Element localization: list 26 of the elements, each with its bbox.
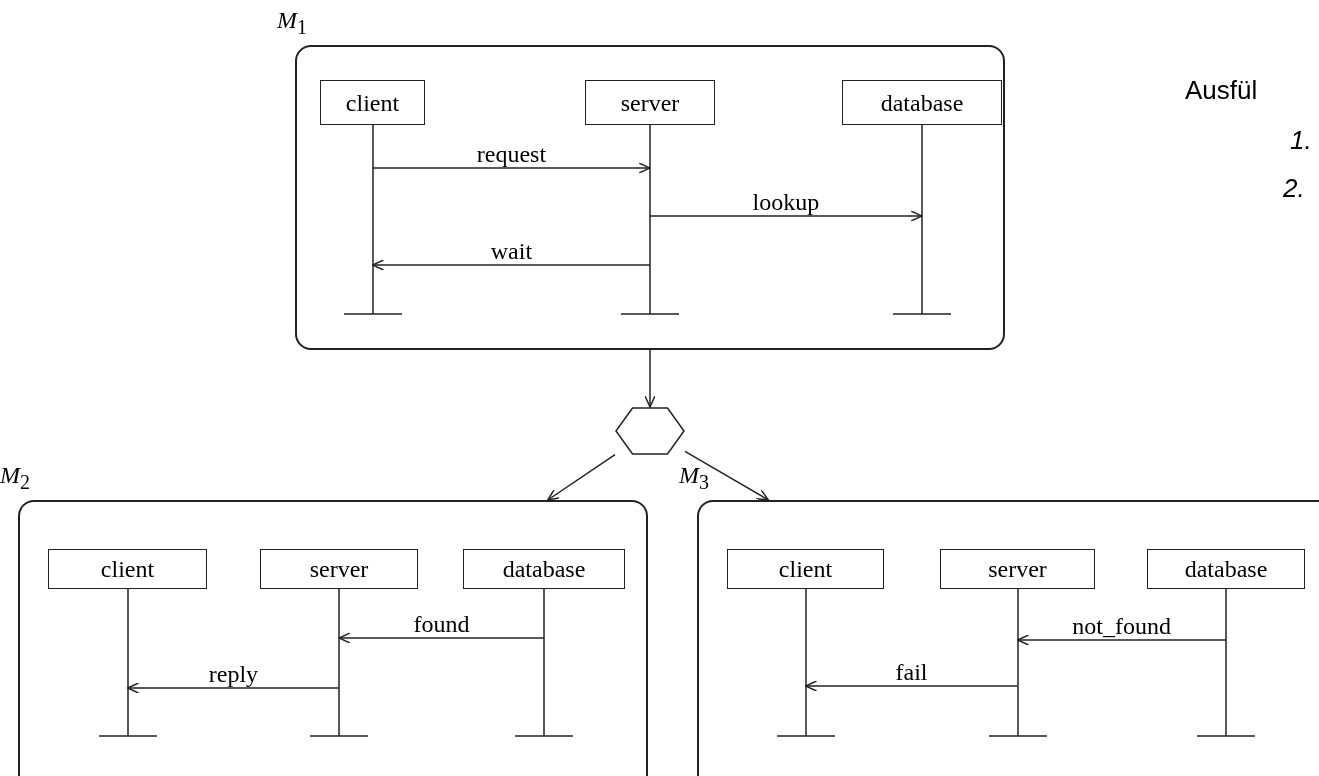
arrow <box>684 450 770 501</box>
hexagon-shape <box>615 407 685 455</box>
heading-text: Ausfül <box>1185 75 1258 106</box>
instance-box: client <box>48 549 207 589</box>
instance-box: database <box>842 80 1002 125</box>
frame-title: M$_{2}$ <box>0 462 30 494</box>
instance-box: database <box>463 549 625 589</box>
instance-box: server <box>940 549 1095 589</box>
message-arrow <box>804 680 1019 692</box>
list-number: 1. <box>1290 125 1312 156</box>
instance-box: server <box>585 80 715 125</box>
instance-box: server <box>260 549 418 589</box>
arrow <box>547 453 616 501</box>
message-arrow <box>371 259 651 271</box>
instance-box: client <box>727 549 884 589</box>
message-arrow <box>126 682 340 694</box>
message-arrow <box>371 162 651 174</box>
arrow <box>644 349 656 408</box>
frame-title: M$_{3}$ <box>679 462 709 494</box>
instance-box: client <box>320 80 425 125</box>
frame-title: M$_{1}$ <box>277 7 307 39</box>
instance-box: database <box>1147 549 1305 589</box>
message-arrow <box>338 632 545 644</box>
message-arrow <box>649 210 923 222</box>
list-number: 2. <box>1283 173 1305 204</box>
message-arrow <box>1016 634 1227 646</box>
